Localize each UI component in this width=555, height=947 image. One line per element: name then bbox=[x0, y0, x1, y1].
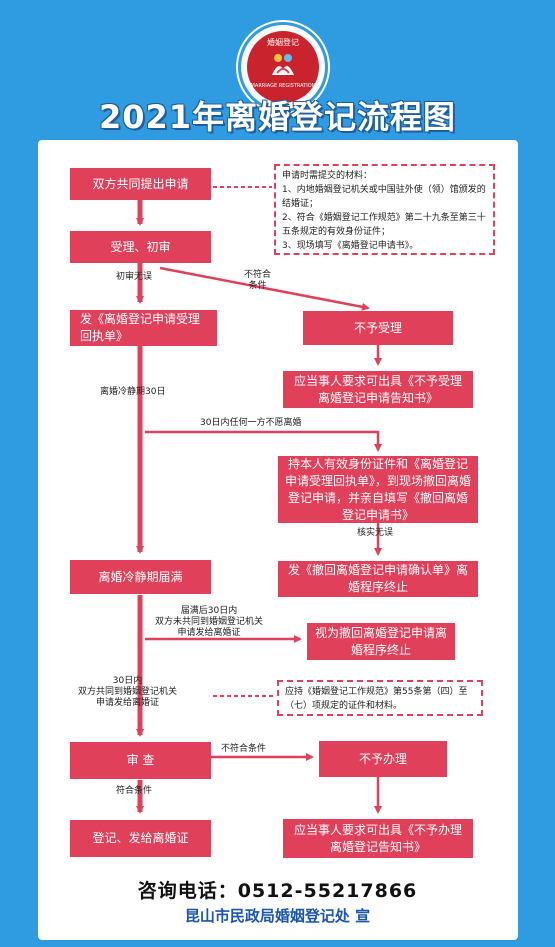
after-30-label: 届满后30日内 双方未共同到婚姻登记机关 申请发给离婚证 bbox=[155, 606, 264, 638]
register-step: 登记、发给离婚证 bbox=[70, 820, 211, 857]
issuing-org: 昆山市民政局婚姻登记处 宣 bbox=[184, 907, 371, 925]
flowchart-panel bbox=[38, 140, 518, 940]
logo-top-text: 婚姻登记 bbox=[267, 38, 299, 47]
materials-note-line: 3、现场填写《离婚登记申请书》。 bbox=[282, 241, 419, 251]
deemed-withdraw-step: 视为撤回离婚登记申请离婚程序终止 bbox=[307, 623, 455, 660]
materials-note: 申请时需提交的材料： 1、内地婚姻登记机关或中国驻外使（领）馆颁发的结婚证； 2… bbox=[274, 164, 495, 255]
review-step: 审 查 bbox=[70, 742, 211, 779]
consult-phone: 咨询电话：0512-55217866 bbox=[137, 880, 418, 902]
review-docs-note: 应持《婚姻登记工作规范》第55条第（四）至（七）项规定的证件和材料。 bbox=[277, 680, 483, 716]
meet-label: 符合条件 bbox=[116, 786, 153, 796]
accept-step: 受理、初审 bbox=[70, 231, 211, 263]
not-meet-label: 不符合条件 bbox=[221, 744, 267, 754]
reject-register-notice: 应当事人要求可出具《不予办理离婚登记告知书》 bbox=[283, 819, 473, 858]
within-30-label: 30日内任何一方不愿离婚 bbox=[200, 418, 302, 428]
issue-receipt-step: 发《离婚登记申请受理回执单》 bbox=[70, 310, 217, 346]
couple-icon bbox=[272, 54, 294, 75]
logo-emblem: 婚姻登记 MARRIAGE REGISTRATION bbox=[247, 31, 319, 103]
withdraw-step: 持本人有效身份证件和《离婚登记申请受理回执单》，到现场撤回离婚登记申请，并亲自填… bbox=[278, 456, 478, 523]
cooling-end-step: 离婚冷静期届满 bbox=[70, 560, 211, 594]
logo-bottom-text: MARRIAGE REGISTRATION bbox=[250, 83, 316, 89]
no-error-label: 初审无误 bbox=[116, 272, 153, 282]
marriage-registration-logo: 婚姻登记 MARRIAGE REGISTRATION bbox=[238, 22, 328, 112]
within-30-apply-label: 30日内 双方共同到婚姻登记机关 申请发给离婚证 bbox=[78, 676, 178, 708]
reject-register-step: 不予办理 bbox=[319, 741, 447, 777]
reject-accept-notice: 应当事人要求可出具《不予受理离婚登记申请告知书》 bbox=[283, 371, 473, 408]
withdraw-confirm-step: 发《撤回离婚登记申请确认单》离婚程序终止 bbox=[278, 561, 478, 597]
materials-note-line: 1、内地婚姻登记机关或中国驻外使（领）馆颁发的结婚证； bbox=[282, 185, 486, 209]
verified-label: 核实无误 bbox=[357, 528, 394, 538]
cooling-30-label: 离婚冷静期30日 bbox=[100, 387, 166, 397]
reject-accept-step: 不予受理 bbox=[303, 311, 453, 345]
materials-note-line: 2、符合《婚姻登记工作规范》第二十九条至第三十五条规定的有效身份证件； bbox=[282, 213, 486, 237]
not-qualified-label: 不符合 条件 bbox=[244, 270, 272, 291]
materials-note-line: 申请时需提交的材料： bbox=[282, 171, 373, 181]
page-title: 2021年离婚登记流程图 bbox=[98, 98, 457, 136]
apply-step: 双方共同提出申请 bbox=[70, 168, 211, 200]
